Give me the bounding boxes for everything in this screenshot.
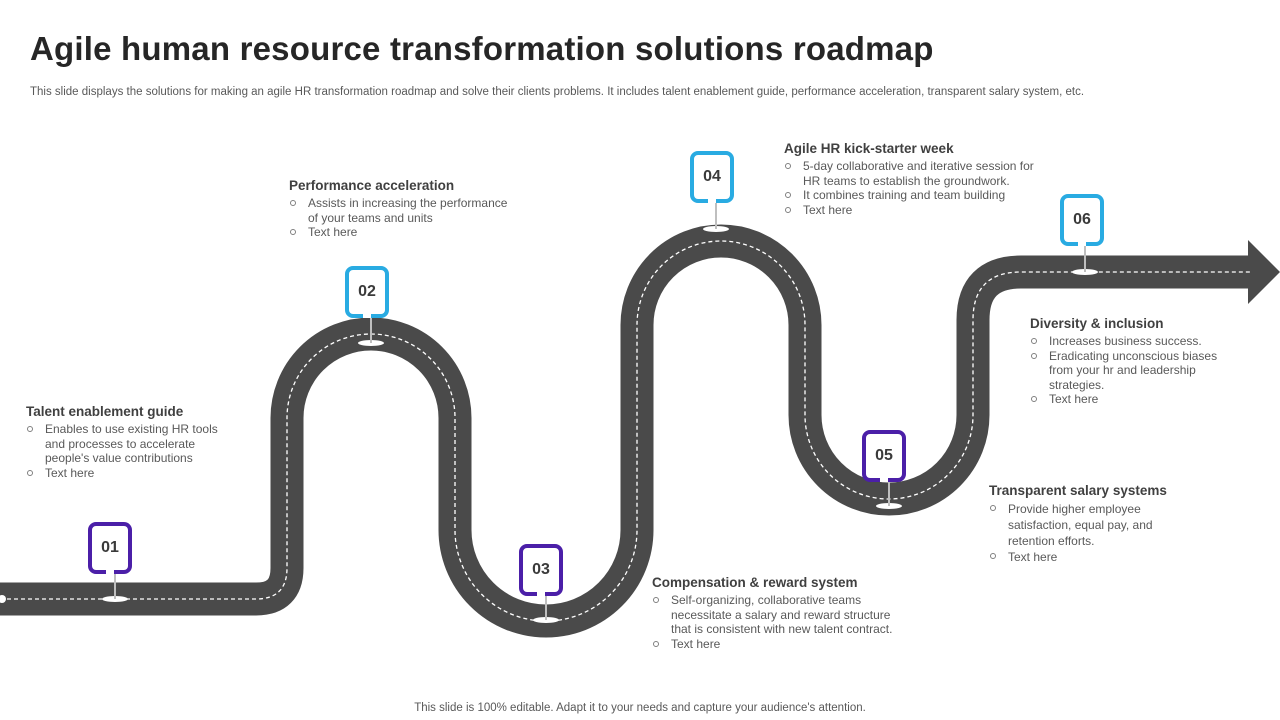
step-bullet: Self-organizing, collaborative teams nec…: [652, 593, 904, 637]
step-bullet: Text here: [784, 203, 1034, 218]
step-bullet: Text here: [989, 549, 1179, 565]
step-title: Agile HR kick-starter week: [784, 141, 954, 156]
pin-base-02: [358, 340, 384, 346]
pin-base-05: [876, 503, 902, 509]
step-bullet: Increases business success.: [1030, 334, 1235, 349]
step-title: Compensation & reward system: [652, 575, 858, 590]
road-centerline: [0, 240, 1250, 622]
pin-base-03: [533, 617, 559, 623]
page-subtitle: This slide displays the solutions for ma…: [30, 86, 1085, 98]
step-06-text: Diversity & inclusion Increases business…: [1030, 316, 1235, 407]
pin-stem-05: [888, 480, 890, 506]
pin-stem-06: [1084, 245, 1086, 272]
step-03-text: Compensation & reward system Self-organi…: [652, 575, 904, 651]
step-title: Diversity & inclusion: [1030, 316, 1164, 331]
marker-04: 04: [690, 151, 734, 203]
pin-base-06: [1072, 269, 1098, 275]
marker-02: 02: [345, 266, 389, 318]
pin-base-01: [102, 596, 128, 602]
step-title: Performance acceleration: [289, 178, 455, 193]
step-bullet: Text here: [289, 225, 519, 240]
marker-number: 03: [532, 561, 550, 578]
marker-number: 02: [358, 283, 376, 300]
pin-stem-02: [370, 316, 372, 343]
pin-stem-01: [114, 572, 116, 599]
step-bullet: Text here: [26, 466, 236, 481]
pin-stem-04: [715, 202, 717, 229]
marker-03: 03: [519, 544, 563, 596]
marker-05: 05: [862, 430, 906, 482]
marker-number: 01: [101, 539, 119, 556]
step-bullet: 5-day collaborative and iterative sessio…: [784, 159, 1034, 188]
marker-number: 06: [1073, 211, 1091, 228]
step-title: Talent enablement guide: [26, 404, 184, 419]
step-title: Transparent salary systems: [989, 483, 1167, 498]
pin-base-04: [703, 226, 729, 232]
step-bullet: It combines training and team building: [784, 188, 1034, 203]
step-bullet: Enables to use existing HR tools and pro…: [26, 422, 236, 466]
step-04-text: Agile HR kick-starter week 5-day collabo…: [784, 141, 1034, 217]
step-01-text: Talent enablement guide Enables to use e…: [26, 404, 236, 480]
marker-01: 01: [88, 522, 132, 574]
step-02-text: Performance acceleration Assists in incr…: [289, 178, 519, 240]
step-bullet: Eradicating unconscious biases from your…: [1030, 349, 1235, 393]
page-title: Agile human resource transformation solu…: [30, 30, 934, 67]
road-arrowhead: [1248, 240, 1280, 304]
footer-note: This slide is 100% editable. Adapt it to…: [414, 702, 866, 714]
step-bullet: Text here: [652, 637, 904, 652]
marker-number: 05: [875, 447, 893, 464]
marker-number: 04: [703, 168, 721, 185]
road-start-dot: [0, 595, 6, 603]
step-bullet: Assists in increasing the performance of…: [289, 196, 519, 225]
step-bullet: Text here: [1030, 392, 1235, 407]
step-05-text: Transparent salary systems Provide highe…: [989, 483, 1179, 565]
pin-stem-03: [545, 594, 547, 620]
marker-06: 06: [1060, 194, 1104, 246]
step-bullet: Provide higher employee satisfaction, eq…: [989, 501, 1158, 549]
